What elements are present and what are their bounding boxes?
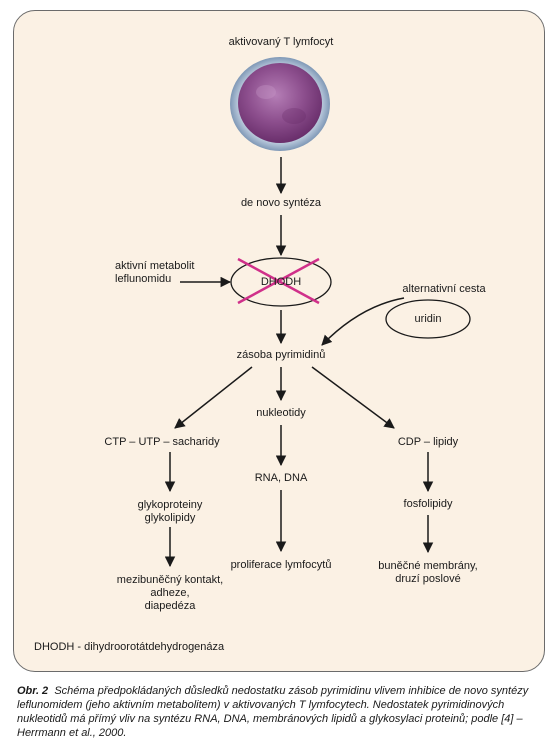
cell-label: aktivovaný T lymfocyt [228, 36, 334, 48]
de-novo-label: de novo syntéza [240, 197, 322, 209]
rna-dna-label: RNA, DNA [254, 472, 308, 484]
glyco-line1: glykoproteiny [137, 499, 203, 511]
t-lymphocyte-cell [230, 57, 330, 151]
figure-caption: Obr. 2 Schéma předpokládaných důsledků n… [17, 684, 547, 740]
dhodh-oval [230, 257, 332, 307]
proliferation-label: proliferace lymfocytů [230, 559, 332, 571]
arrow-pool-to-ctp [174, 366, 253, 429]
membranes-line1: buněčné membrány, [378, 560, 478, 572]
uridine-label: uridin [414, 313, 442, 325]
membranes-label: buněčné membrány, druzí poslové [378, 560, 477, 586]
contact-label: mezibuněčný kontakt, adheze, diapedéza [117, 574, 223, 613]
diagram-canvas [164, 57, 471, 568]
contact-line2: adheze, [150, 587, 190, 599]
membranes-line2: druzí poslové [395, 573, 461, 585]
contact-line1: mezibuněčný kontakt, [116, 574, 224, 586]
active-metabolite-line1: aktivní metabolit [115, 260, 195, 272]
glyco-label: glykoproteiny glykolipidy [138, 499, 203, 525]
dhodh-label: DHODH [260, 276, 302, 288]
pyrimidine-pool-label: zásoba pyrimidinů [236, 349, 326, 361]
glyco-line2: glykolipidy [144, 512, 196, 524]
alternative-path-label: alternativní cesta [402, 283, 486, 295]
arrow-alternative-path [321, 297, 405, 346]
cdp-label: CDP – lipidy [397, 436, 459, 448]
active-metabolite-line2: leflunomidu [115, 273, 172, 285]
phospholipids-label: fosfolipidy [403, 498, 453, 510]
abbreviation-note: DHODH - dihydroorotátdehydrogenáza [34, 641, 225, 653]
caption-label: Obr. 2 [17, 685, 49, 697]
contact-line3: diapedéza [144, 600, 196, 612]
active-metabolite-label: aktivní metabolit leflunomidu [115, 260, 194, 286]
arrow-pool-to-cdp [311, 366, 395, 429]
inhibition-cross [237, 257, 320, 305]
nucleotides-label: nukleotidy [256, 407, 306, 419]
ctp-utp-label: CTP – UTP – sacharidy [104, 436, 220, 448]
uridine-oval [385, 299, 471, 339]
caption-text: Schéma předpokládaných důsledků nedostat… [17, 685, 529, 739]
